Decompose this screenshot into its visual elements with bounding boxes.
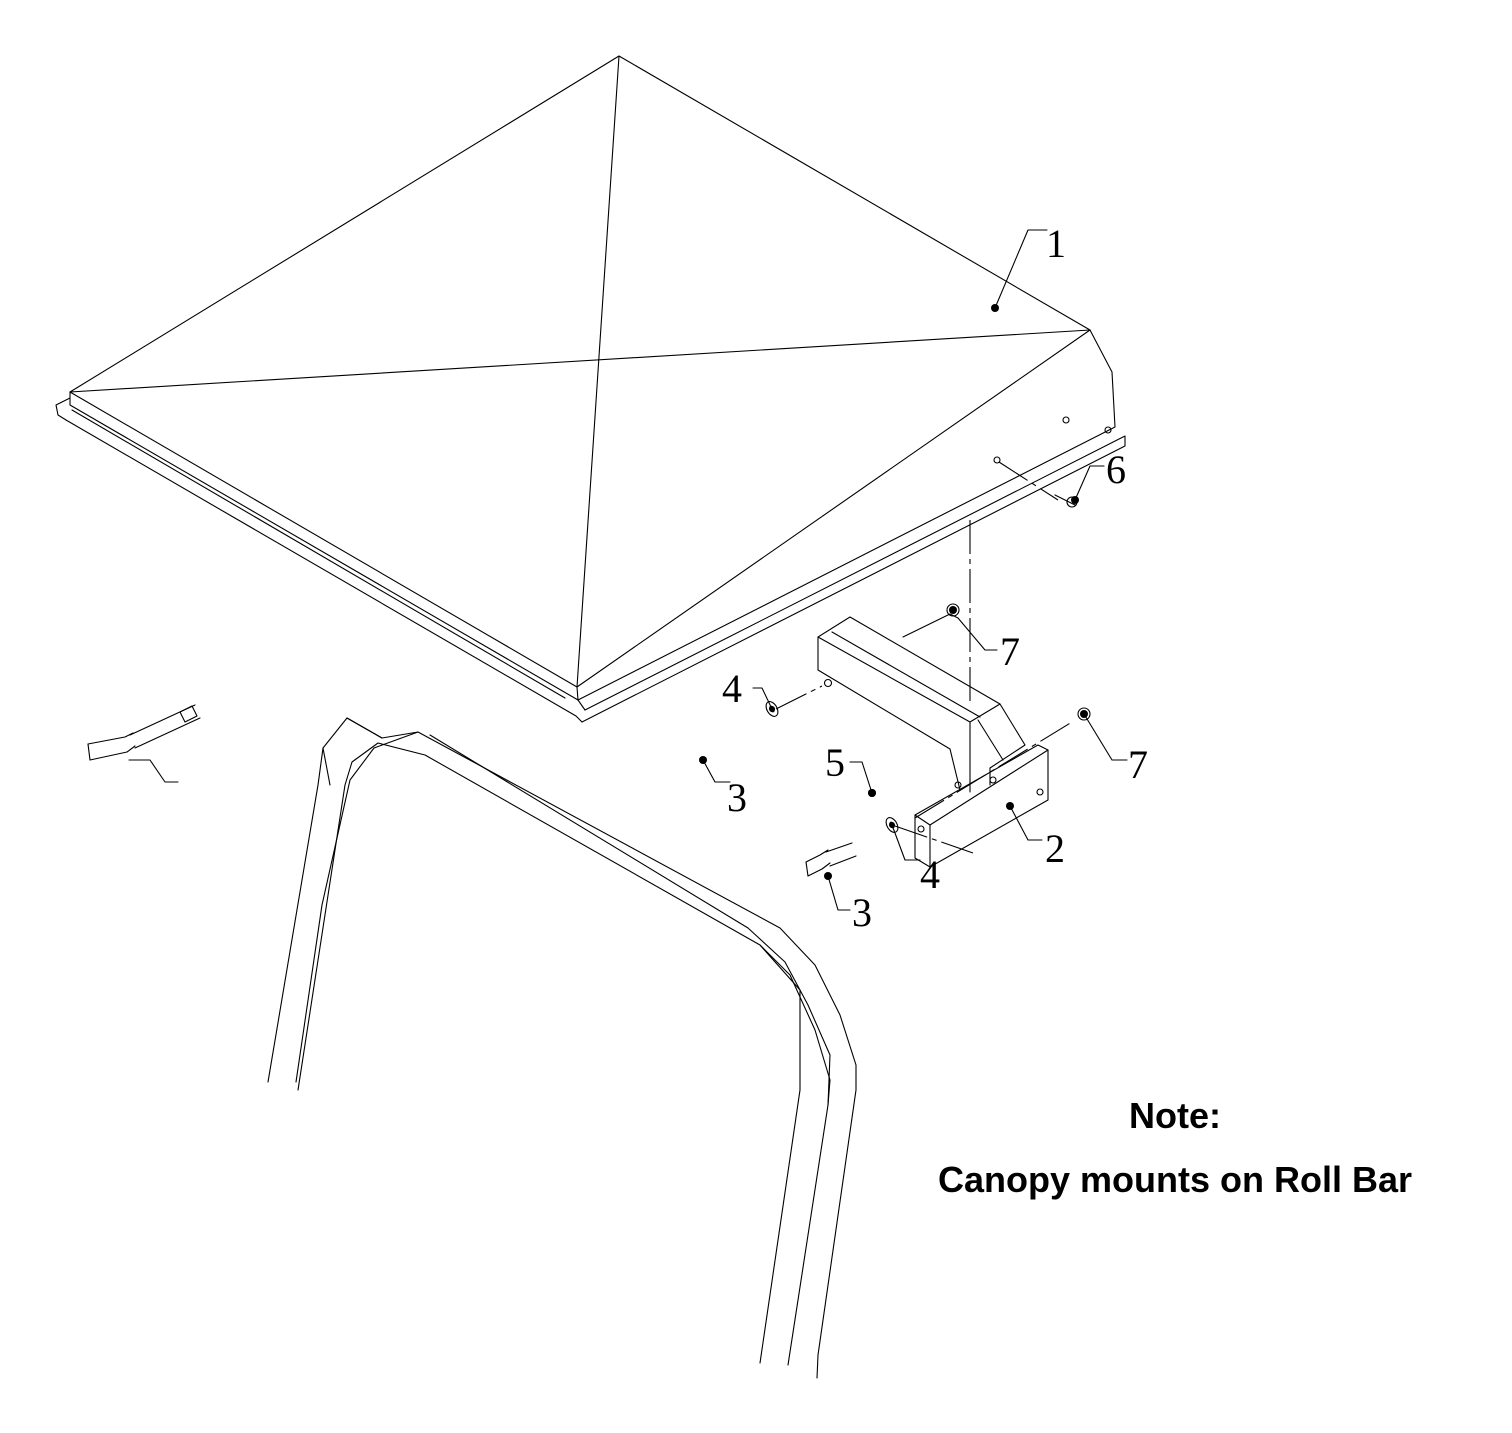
roll-bar <box>267 717 857 1379</box>
callout-3-upper: 3 <box>727 775 747 820</box>
callout-2: 2 <box>1045 826 1065 871</box>
callout-5: 5 <box>825 740 845 785</box>
canopy-top <box>55 55 1126 723</box>
note-title: Note: <box>1129 1095 1221 1136</box>
callout-3-lower: 3 <box>852 890 872 935</box>
leader-lines <box>128 229 1128 911</box>
callout-4-lower: 4 <box>920 852 940 897</box>
callout-4-upper: 4 <box>722 666 742 711</box>
callout-7-upper: 7 <box>1000 629 1020 674</box>
callout-7-right: 7 <box>1128 742 1148 787</box>
note-text: Canopy mounts on Roll Bar <box>938 1159 1412 1200</box>
callout-1: 1 <box>1046 221 1066 266</box>
center-lines <box>775 461 1073 854</box>
mount-bracket <box>817 616 1049 868</box>
callout-6: 6 <box>1106 447 1126 492</box>
